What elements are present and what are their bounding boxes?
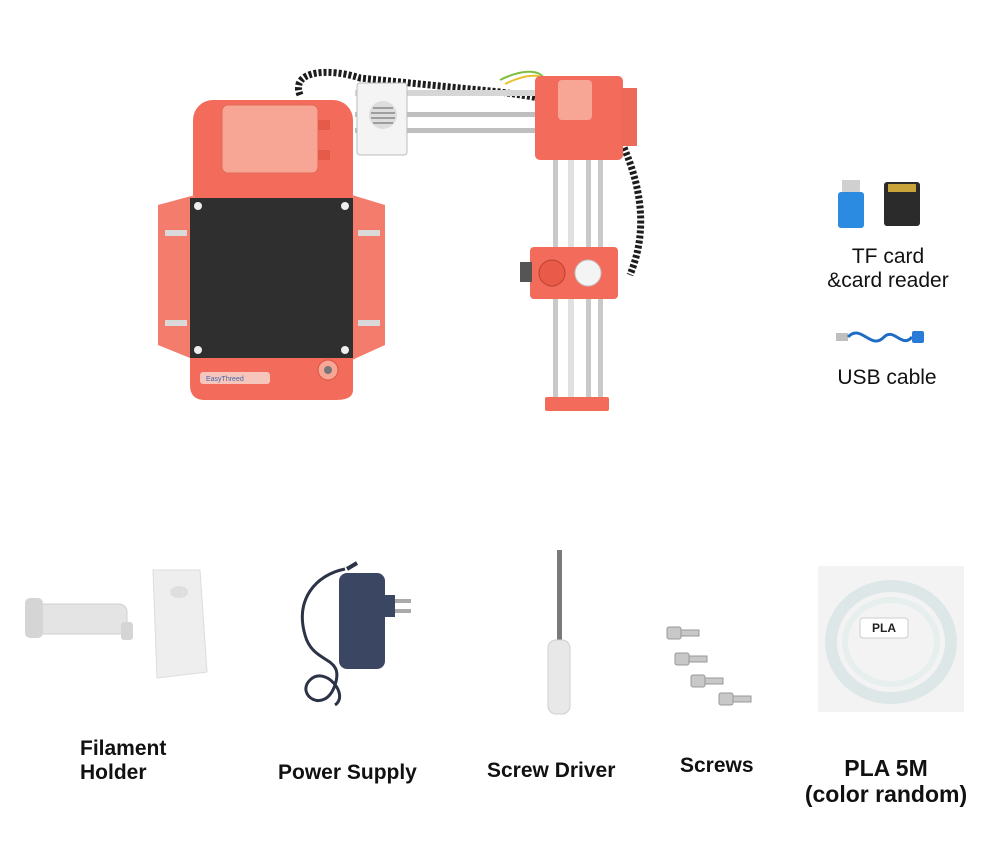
filament-holder-icon bbox=[25, 569, 208, 679]
svg-text:EasyThreed: EasyThreed bbox=[206, 376, 244, 383]
cable-chain bbox=[295, 68, 645, 277]
screw-driver-label: Screw Driver bbox=[487, 759, 616, 782]
filament-holder-label-line2: Holder bbox=[80, 761, 147, 785]
power-supply-icon bbox=[300, 561, 411, 707]
usb-cable-label: USB cable bbox=[837, 366, 937, 389]
filament-holder-label: Filament Holder bbox=[80, 737, 166, 785]
screws-label: Screws bbox=[680, 754, 754, 777]
tf-card-label-line1: TF card bbox=[851, 245, 925, 268]
sd-card-icon bbox=[838, 180, 920, 228]
print-bed bbox=[190, 198, 353, 358]
power-supply-label: Power Supply bbox=[278, 761, 417, 784]
pla-filament-icon: PLA bbox=[818, 566, 964, 712]
svg-text:PLA: PLA bbox=[872, 621, 896, 635]
screwdriver-icon bbox=[547, 550, 571, 715]
tf-card-label: TF card &card reader bbox=[818, 245, 958, 293]
tf-card-label-line2: &card reader bbox=[827, 269, 949, 293]
usb-cable-icon bbox=[836, 331, 924, 343]
screws-icon bbox=[666, 626, 752, 706]
pla-label-line1: PLA 5M bbox=[844, 755, 928, 781]
brand-badge bbox=[200, 372, 270, 384]
pla-label-line2: (color random) bbox=[804, 781, 968, 808]
filament-holder-label-line1: Filament bbox=[80, 737, 167, 760]
pla-label: PLA 5M (color random) bbox=[786, 755, 986, 808]
z-foot bbox=[545, 397, 609, 411]
